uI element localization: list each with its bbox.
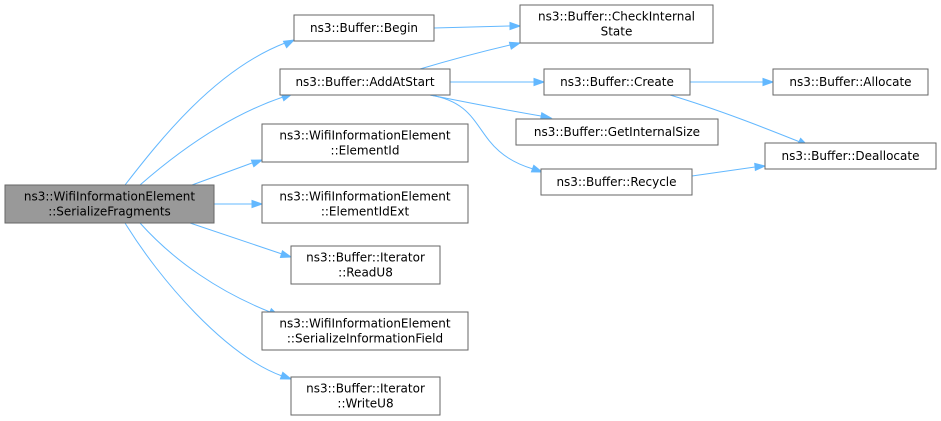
node-box[interactable]: [772, 68, 929, 96]
node-elementidext[interactable]: ns3::WifiInformationElement::ElementIdEx…: [261, 184, 469, 224]
edge-recycle-deallocate: [691, 162, 767, 177]
node-label-line: ns3::Buffer::Deallocate: [782, 149, 920, 163]
node-begin[interactable]: ns3::Buffer::Begin: [293, 14, 435, 42]
node-label-line: ns3::Buffer::Recycle: [556, 175, 676, 189]
edge-create-allocate: [690, 77, 775, 87]
node-box[interactable]: [279, 68, 451, 96]
edge-line: [691, 166, 756, 177]
arrow-head-icon: [279, 249, 293, 259]
edge-line: [124, 222, 283, 377]
edge-line: [429, 94, 542, 117]
node-box[interactable]: [290, 376, 441, 416]
node-getsize[interactable]: ns3::Buffer::GetInternalSize: [515, 118, 719, 146]
node-label-line: ::SerializeInformationField: [287, 332, 443, 346]
edge-line: [189, 222, 283, 255]
node-label-line: ::ElementIdExt: [321, 205, 410, 219]
node-addatstart[interactable]: ns3::Buffer::AddAtStart: [279, 68, 451, 96]
edge-line: [139, 222, 271, 313]
node-box[interactable]: [540, 168, 693, 196]
node-box[interactable]: [261, 311, 469, 351]
node-box[interactable]: [764, 142, 937, 170]
node-label-line: ns3::Buffer::Allocate: [789, 75, 911, 89]
node-label-line: ns3::Buffer::Create: [560, 75, 674, 89]
arrow-head-icon: [251, 199, 264, 209]
arrow-head-icon: [533, 77, 546, 87]
arrow-head-icon: [509, 21, 522, 31]
arrow-head-icon: [279, 371, 293, 380]
edge-line: [191, 162, 253, 186]
node-label-line: ns3::Buffer::GetInternalSize: [534, 125, 700, 139]
edge-line: [669, 94, 801, 143]
node-deallocate[interactable]: ns3::Buffer::Deallocate: [764, 142, 937, 170]
node-label-line: ns3::Buffer::Iterator: [306, 382, 425, 396]
node-label-line: ns3::WifiInformationElement: [279, 129, 451, 143]
edge-root-serializeinfo: [139, 222, 281, 317]
node-elementid[interactable]: ns3::WifiInformationElement::ElementId: [261, 123, 469, 163]
node-box[interactable]: [543, 68, 691, 96]
edge-line: [139, 96, 284, 186]
edge-root-elementidext: [214, 199, 264, 209]
edge-root-readu8: [189, 222, 293, 259]
nodes-layer: ns3::WifiInformationElement::SerializeFr…: [4, 4, 937, 416]
edge-begin-check: [433, 21, 522, 31]
node-label-line: ns3::WifiInformationElement: [279, 190, 451, 204]
node-label-line: ::SerializeFragments: [48, 205, 171, 219]
node-box: [4, 184, 215, 224]
edge-line: [124, 42, 286, 186]
arrow-head-icon: [530, 164, 544, 173]
node-label-line: ns3::Buffer::Begin: [310, 21, 418, 35]
node-box[interactable]: [293, 14, 435, 42]
node-label-line: ::WriteU8: [337, 397, 393, 411]
edge-addatstart-recycle: [429, 94, 544, 173]
node-allocate[interactable]: ns3::Buffer::Allocate: [772, 68, 929, 96]
node-label-line: ::ReadU8: [338, 266, 393, 280]
node-label-line: State: [601, 25, 633, 39]
edge-line: [429, 94, 534, 170]
node-serializeinfo[interactable]: ns3::WifiInformationElement::SerializeIn…: [261, 311, 469, 351]
node-label-line: ns3::Buffer::AddAtStart: [295, 75, 434, 89]
edge-addatstart-getsize: [429, 94, 553, 121]
edge-addatstart-check: [419, 41, 522, 70]
arrow-head-icon: [508, 41, 522, 50]
node-label-line: ::ElementId: [331, 144, 400, 158]
node-label-line: ns3::WifiInformationElement: [279, 317, 451, 331]
arrow-head-icon: [762, 77, 775, 87]
node-label-line: ns3::Buffer::Iterator: [306, 251, 425, 265]
node-label-line: ns3::Buffer::CheckInternal: [538, 10, 695, 24]
node-root: ns3::WifiInformationElement::SerializeFr…: [4, 184, 215, 224]
node-recycle[interactable]: ns3::Buffer::Recycle: [540, 168, 693, 196]
edge-addatstart-create: [450, 77, 546, 87]
arrow-head-icon: [250, 159, 264, 168]
node-create[interactable]: ns3::Buffer::Create: [543, 68, 691, 96]
node-readu8[interactable]: ns3::Buffer::Iterator::ReadU8: [290, 245, 441, 285]
edge-line: [433, 25, 511, 29]
node-label-line: ns3::WifiInformationElement: [24, 190, 196, 204]
node-writeu8[interactable]: ns3::Buffer::Iterator::WriteU8: [290, 376, 441, 416]
arrow-head-icon: [282, 39, 296, 49]
edge-root-elementid: [191, 159, 264, 186]
node-box[interactable]: [261, 184, 469, 224]
node-box[interactable]: [519, 4, 714, 44]
arrow-head-icon: [754, 162, 767, 172]
edges-layer: [124, 21, 810, 380]
edge-root-begin: [124, 39, 296, 186]
node-box[interactable]: [515, 118, 719, 146]
edge-root-writeu8: [124, 222, 293, 380]
edge-line: [419, 44, 511, 70]
node-box[interactable]: [290, 245, 441, 285]
node-box[interactable]: [261, 123, 469, 163]
